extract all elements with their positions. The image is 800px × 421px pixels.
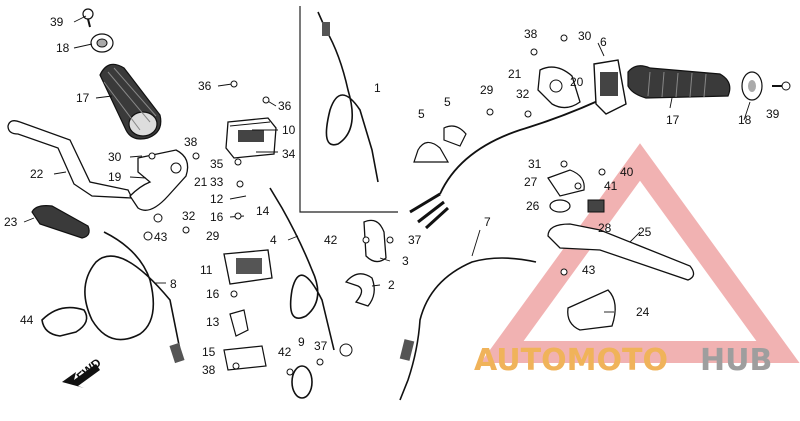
throttle-cable-1	[317, 11, 379, 183]
callout-37a: 37	[314, 339, 328, 353]
watermark-wordmark: AUTOMOTO HUB	[474, 343, 772, 378]
right-bar-end-screw	[772, 81, 791, 91]
watermark-text-1: AUTOMOTO	[474, 343, 668, 378]
callout-21a: 21	[194, 175, 208, 189]
callout-34: 34	[282, 147, 296, 161]
callout-4: 4	[270, 233, 277, 247]
callout-2: 2	[388, 278, 395, 292]
left-bar-end-screw	[82, 8, 94, 28]
cable-band	[41, 306, 88, 337]
callout-21b: 21	[508, 67, 522, 81]
cable-frame	[299, 6, 398, 213]
lever-guard-24	[567, 289, 616, 331]
callout-19: 19	[108, 170, 122, 184]
callout-28: 28	[598, 221, 612, 235]
callout-42a: 42	[278, 345, 292, 359]
leader-lines	[23, 15, 751, 313]
pivot-26	[549, 199, 571, 213]
callout-12: 12	[210, 192, 224, 206]
watermark-text-2: HUB	[700, 343, 772, 378]
callout-16a: 16	[210, 210, 224, 224]
callout-43b: 43	[582, 263, 596, 277]
callout-11: 11	[200, 263, 213, 277]
brake-cable	[399, 257, 537, 401]
right-switch-housing	[593, 59, 627, 115]
brake-lever	[547, 223, 695, 281]
callout-labels: 39 18 17 36 36 10 38 34 30 35 19 21 33 2…	[4, 15, 780, 377]
callout-5a: 5	[418, 107, 425, 121]
clutch-cable	[84, 231, 185, 364]
callout-17b: 17	[666, 113, 680, 127]
callout-31: 31	[528, 157, 542, 171]
forward-direction-label: FWD	[74, 355, 104, 384]
band-9	[291, 365, 313, 399]
callout-38a: 38	[184, 135, 198, 149]
cable-adjuster-13	[229, 309, 249, 337]
fasteners	[143, 34, 606, 376]
left-grip	[99, 63, 162, 140]
callout-40: 40	[620, 165, 634, 179]
cable-clamp-3	[363, 219, 387, 263]
callout-32a: 32	[182, 209, 196, 223]
callout-16b: 16	[206, 287, 220, 301]
callout-17a: 17	[76, 91, 90, 105]
callout-29b: 29	[480, 83, 494, 97]
callout-14: 14	[256, 204, 270, 218]
left-switch-housing	[225, 117, 277, 159]
callout-36b: 36	[278, 99, 292, 113]
callout-30b: 30	[578, 29, 592, 43]
callout-20: 20	[570, 75, 584, 89]
wire-harness	[409, 99, 601, 230]
callout-13: 13	[206, 315, 220, 329]
callout-39a: 39	[50, 15, 64, 29]
lever-bracket-27	[547, 169, 585, 197]
callout-38c: 38	[524, 27, 538, 41]
throttle-housing	[537, 66, 581, 109]
callout-43a: 43	[154, 230, 168, 244]
callout-22: 22	[30, 167, 44, 181]
callout-44: 44	[20, 313, 34, 327]
callout-8: 8	[170, 277, 177, 291]
callout-6: 6	[600, 35, 607, 49]
callout-18b: 18	[738, 113, 752, 127]
switch-28	[587, 199, 605, 213]
left-bar-end-weight	[90, 33, 114, 53]
callout-25: 25	[638, 225, 652, 239]
switch-lower-housing	[223, 249, 273, 285]
callout-10: 10	[282, 123, 296, 137]
callout-27: 27	[524, 175, 538, 189]
callout-18a: 18	[56, 41, 70, 55]
callout-36a: 36	[198, 79, 212, 93]
callout-37b: 37	[408, 233, 422, 247]
cable-4	[269, 187, 335, 351]
callout-30a: 30	[108, 150, 122, 164]
watermark-triangle	[480, 143, 800, 363]
right-bar-end-weight	[741, 71, 763, 101]
callout-32b: 32	[516, 87, 530, 101]
callout-35: 35	[210, 157, 224, 171]
forward-direction-arrow: FWD	[62, 355, 104, 388]
callout-3: 3	[402, 254, 409, 268]
clutch-lever-bracket	[129, 149, 189, 211]
lever-guard	[31, 205, 90, 239]
callout-42b: 42	[324, 233, 338, 247]
callout-26: 26	[526, 199, 540, 213]
callout-39b: 39	[766, 107, 780, 121]
callout-9: 9	[298, 335, 305, 349]
bracket-15	[223, 345, 267, 371]
callout-33: 33	[210, 175, 224, 189]
callout-1: 1	[374, 81, 381, 95]
right-grip	[627, 65, 731, 99]
callout-24: 24	[636, 305, 650, 319]
callout-29a: 29	[206, 229, 220, 243]
callout-38b: 38	[202, 363, 216, 377]
callout-41: 41	[604, 179, 618, 193]
callout-7: 7	[484, 215, 491, 229]
callout-23: 23	[4, 215, 18, 229]
cable-clamp-2	[344, 273, 375, 307]
callout-15: 15	[202, 345, 216, 359]
callout-5b: 5	[444, 95, 451, 109]
